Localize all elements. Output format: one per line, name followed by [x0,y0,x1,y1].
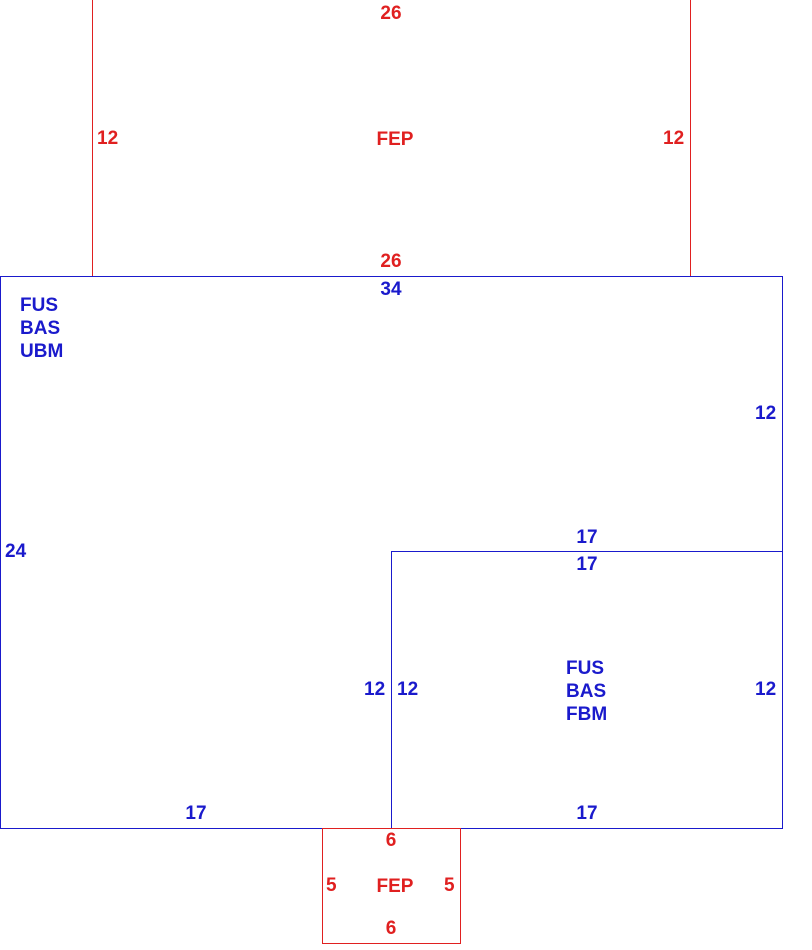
main-house-codes: FUS BAS UBM [20,294,63,363]
bottom-porch-label: FEP [376,876,414,897]
main-house-inner-left-dim: 12 [364,679,386,700]
bottom-porch-top-dim: 6 [385,830,397,851]
right-section-code-3: FBM [566,704,608,725]
main-house-code-1: FUS [20,295,58,316]
top-porch-bottom-dim: 26 [380,251,402,272]
right-section-bottom-dim: 17 [576,803,598,824]
main-house-bottom-left-dim: 17 [185,803,207,824]
top-porch-top-dim: 26 [380,3,402,24]
right-section-left-dim: 12 [397,679,419,700]
bottom-porch-bottom-dim: 6 [385,918,397,939]
main-house-top-dim: 34 [380,279,402,300]
bottom-porch-outline [322,828,461,944]
bottom-porch-left-dim: 5 [326,875,337,896]
bottom-porch-right-dim: 5 [444,875,455,896]
top-porch-label: FEP [376,129,414,150]
right-section-right-dim: 12 [755,679,777,700]
main-house-code-3: UBM [20,341,64,362]
top-porch-left-dim: 12 [97,128,119,149]
right-section-top-dim: 17 [576,554,598,575]
right-section-codes: FUS BAS FBM [566,657,607,726]
main-house-right-upper-dim: 12 [755,403,777,424]
right-section-code-2: BAS [566,681,607,702]
main-house-step-top-dim: 17 [576,527,598,548]
main-house-code-2: BAS [20,318,61,339]
right-section-code-1: FUS [566,658,604,679]
main-house-left-dim: 24 [5,541,27,562]
right-section-left-line [391,551,392,829]
top-porch-right-dim: 12 [663,128,685,149]
right-section-top-line [391,551,783,552]
